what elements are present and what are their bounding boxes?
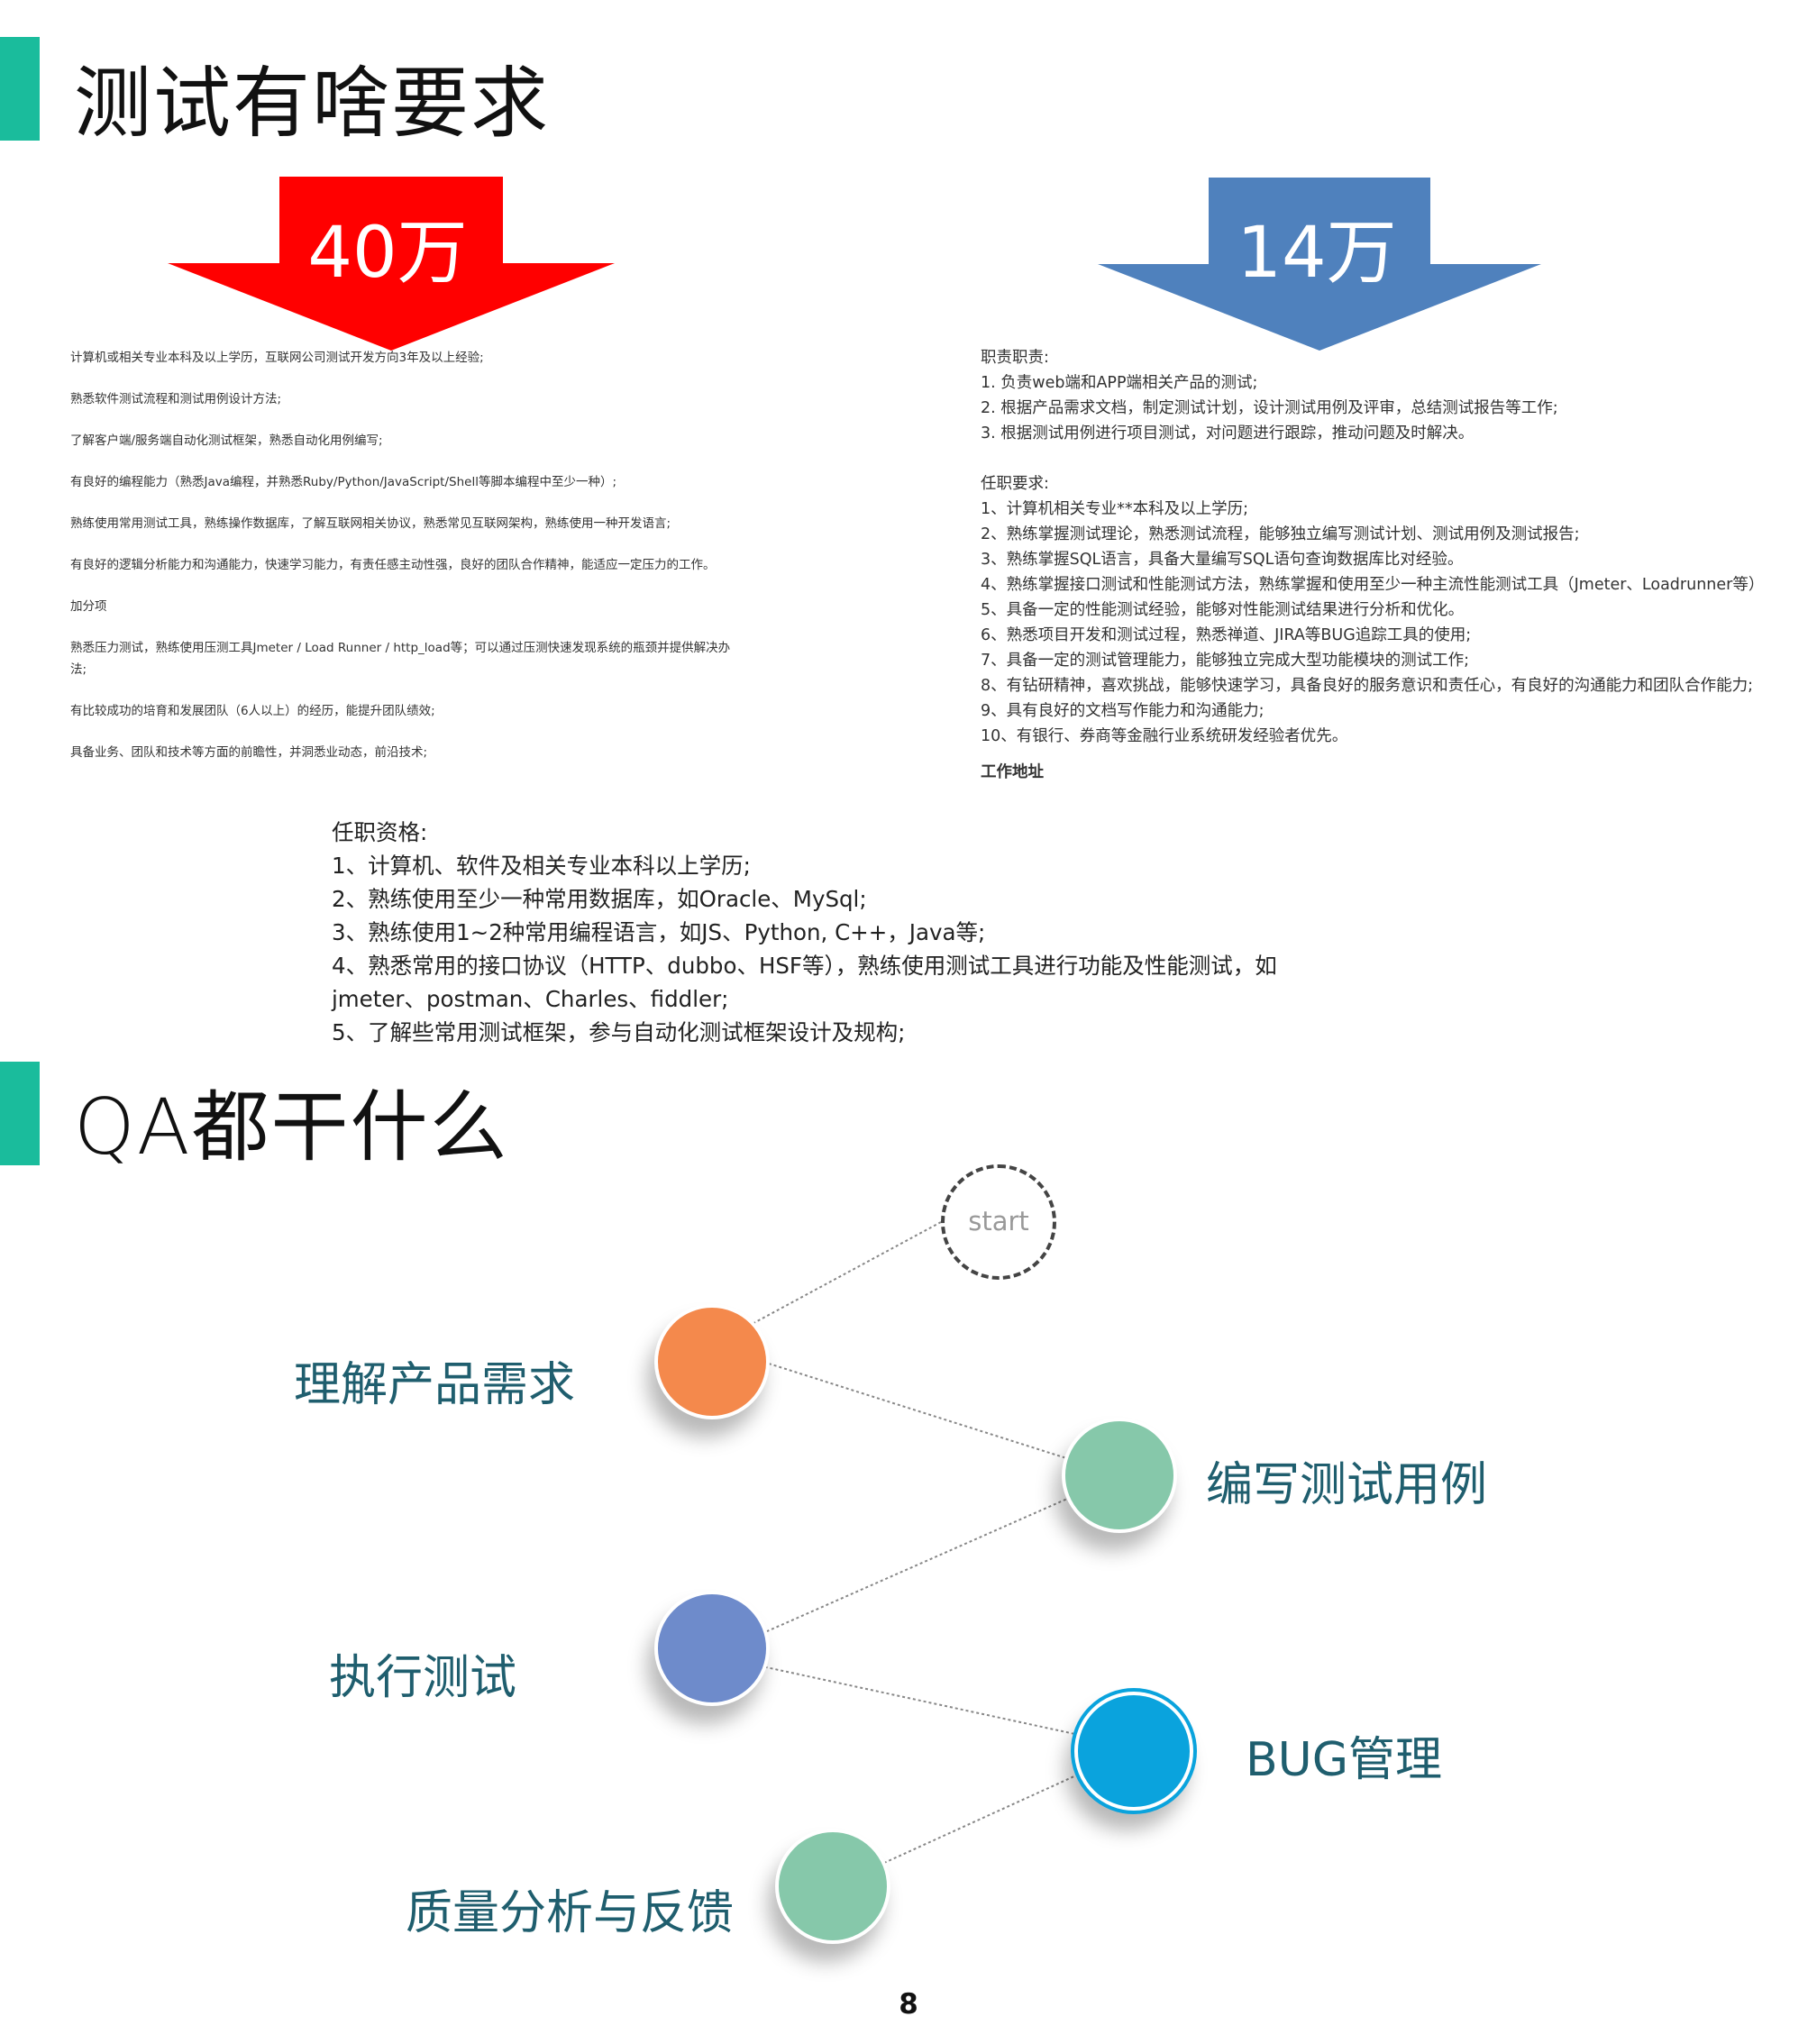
- label-execute-tests: 执行测试: [329, 1651, 517, 1705]
- section-accent-bar: [0, 1062, 40, 1165]
- left-req-line: 有良好的编程能力（熟悉Java编程，并熟悉Ruby/Python/JavaScr…: [70, 475, 616, 489]
- req-line: 8、有钻研精神，喜欢挑战，能够快速学习，具备良好的服务意识和责任心，有良好的沟通…: [981, 677, 1754, 695]
- req-line: 3、熟练掌握SQL语言，具备大量编写SQL语句查询数据库比对经验。: [981, 551, 1464, 569]
- section-title-requirements: 测试有啥要求: [74, 59, 550, 149]
- label-quality-feedback: 质量分析与反馈: [406, 1886, 735, 1940]
- connector-line: [711, 1655, 1138, 1748]
- left-req-line: 熟练使用常用测试工具，熟练操作数据库，了解互联网相关协议，熟悉常见互联网架构，熟…: [70, 516, 671, 531]
- left-salary-label: 40万: [307, 213, 468, 294]
- duty-line: 3. 根据测试用例进行项目测试，对问题进行跟踪，推动问题及时解决。: [981, 424, 1475, 443]
- node-understand-requirements: [654, 1304, 770, 1419]
- left-req-line: 具备业务、团队和技术等方面的前瞻性，并洞悉业动态，前沿技术;: [70, 745, 428, 760]
- duty-line: 2. 根据产品需求文档，制定测试计划，设计测试用例及评审，总结测试报告等工作;: [981, 399, 1558, 417]
- req-line: 4、熟练掌握接口测试和性能测试方法，熟练掌握和使用至少一种主流性能测试工具（Jm…: [981, 576, 1765, 594]
- mid-job-qualifications: 任职资格: 1、计算机、软件及相关专业本科以上学历; 2、熟练使用至少一种常用数…: [332, 816, 1368, 1045]
- qualification-line: 1、计算机、软件及相关专业本科以上学历;: [332, 853, 751, 879]
- left-req-line: 熟悉压力测试，熟练使用压测工具Jmeter / Load Runner / ht…: [70, 641, 731, 677]
- duties-header: 职责职责:: [981, 349, 1049, 367]
- left-req-line: 加分项: [70, 599, 107, 614]
- start-node: [941, 1164, 1056, 1280]
- req-line: 7、具备一定的测试管理能力，能够独立完成大型功能模块的测试工作;: [981, 652, 1470, 670]
- right-job-requirements: 职责职责: 1. 负责web端和APP端相关产品的测试; 2. 根据产品需求文档…: [981, 345, 1783, 803]
- connector-line: [711, 1345, 1121, 1476]
- red-down-arrow: [168, 177, 615, 351]
- label-bug-management: BUG管理: [1246, 1733, 1443, 1787]
- left-job-requirements: 计算机或相关专业本科及以上学历，互联网公司测试开发方向3年及以上经验; 熟悉软件…: [70, 347, 733, 802]
- req-line: 1、计算机相关专业**本科及以上学历;: [981, 500, 1249, 518]
- req-line: 9、具有良好的文档写作能力和沟通能力;: [981, 702, 1265, 720]
- qualification-line: 5、了解些常用测试框架，参与自动化测试框架设计及规构;: [332, 1019, 906, 1045]
- node-execute-tests: [654, 1591, 770, 1706]
- node-bug-management: [1071, 1688, 1197, 1814]
- label-understand-requirements: 理解产品需求: [294, 1358, 576, 1412]
- node-quality-feedback: [775, 1829, 890, 1944]
- duty-line: 1. 负责web端和APP端相关产品的测试;: [981, 374, 1258, 392]
- req-line: 2、熟练掌握测试理论，熟悉测试流程，能够独立编写测试计划、测试用例及测试报告;: [981, 525, 1580, 543]
- node-write-test-cases: [1062, 1418, 1177, 1533]
- qualification-line: 2、熟练使用至少一种常用数据库，如Oracle、MySql;: [332, 886, 867, 912]
- left-req-line: 了解客户端/服务端自动化测试框架，熟悉自动化用例编写;: [70, 433, 383, 448]
- blue-down-arrow: [1098, 178, 1541, 351]
- label-write-test-cases: 编写测试用例: [1206, 1458, 1488, 1512]
- work-address-header: 工作地址: [981, 763, 1044, 781]
- qualification-line: 3、熟练使用1~2种常用编程语言，如JS、Python, C++，Java等;: [332, 919, 986, 945]
- req-line: 10、有银行、券商等金融行业系统研发经验者优先。: [981, 727, 1348, 745]
- left-req-line: 熟悉软件测试流程和测试用例设计方法;: [70, 392, 282, 406]
- requirements-header: 任职要求:: [981, 475, 1049, 493]
- page-number: 8: [899, 1988, 918, 2021]
- connector-line: [711, 1474, 1121, 1656]
- qualification-line: 4、熟悉常用的接口协议（HTTP、dubbo、HSF等），熟练使用测试工具进行功…: [332, 953, 1277, 1012]
- section-accent-bar: [0, 37, 40, 141]
- left-req-line: 有比较成功的培育和发展团队（6人以上）的经历，能提升团队绩效;: [70, 704, 435, 718]
- right-salary-label: 14万: [1237, 213, 1397, 294]
- start-label: start: [968, 1206, 1029, 1236]
- req-line: 6、熟悉项目开发和测试过程，熟悉禅道、JIRA等BUG追踪工具的使用;: [981, 626, 1472, 644]
- qualifications-header: 任职资格:: [332, 819, 428, 845]
- req-line: 5、具备一定的性能测试经验，能够对性能测试结果进行分析和优化。: [981, 601, 1465, 619]
- left-req-line: 计算机或相关专业本科及以上学历，互联网公司测试开发方向3年及以上经验;: [70, 351, 484, 365]
- left-req-line: 有良好的逻辑分析能力和沟通能力，快速学习能力，有责任感主动性强，良好的团队合作精…: [70, 558, 716, 572]
- section-title-qa-duties: QA都干什么: [74, 1082, 509, 1173]
